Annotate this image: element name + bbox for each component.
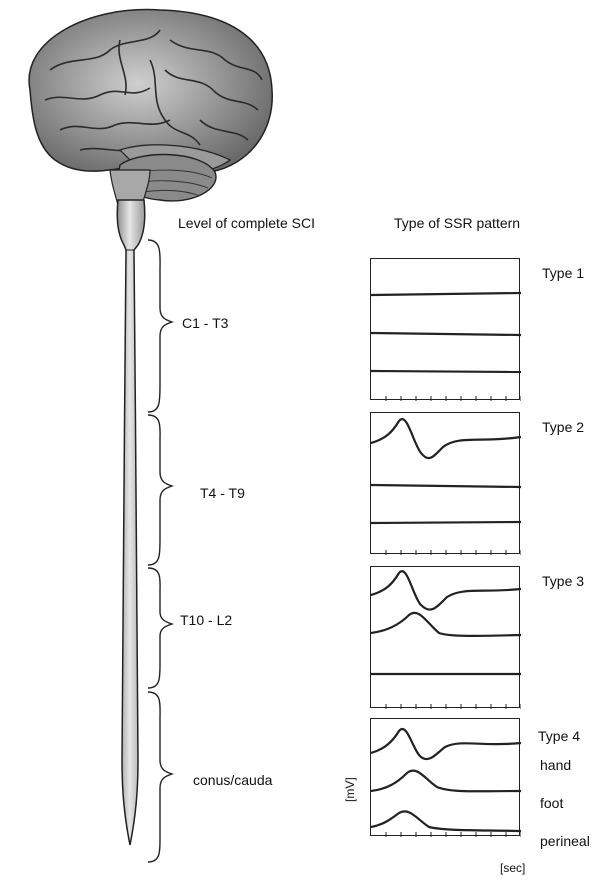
level-label-t4-t9: T4 - T9: [200, 485, 245, 501]
ssr-traces-type-3: [371, 567, 521, 709]
trace-1: [371, 571, 521, 609]
spinal-cord: [117, 200, 145, 845]
type-label-4: Type 4: [538, 728, 580, 744]
trace-2: [371, 613, 521, 636]
trace-3: [371, 522, 521, 523]
trace-hand: [371, 729, 521, 759]
ssr-panel-type-1: [370, 258, 520, 400]
type-label-2: Type 2: [542, 419, 584, 435]
trace-1: [371, 419, 521, 458]
ssr-panel-type-3: [370, 566, 520, 708]
type-label-3: Type 3: [542, 573, 584, 589]
type-header: Type of SSR pattern: [394, 215, 520, 231]
trace-foot: [371, 771, 521, 792]
trace-label-hand: hand: [540, 757, 571, 773]
x-axis-unit: [sec]: [500, 861, 525, 875]
type-label-1: Type 1: [542, 265, 584, 281]
ssr-panel-type-4: [370, 718, 520, 836]
ssr-traces-type-1: [371, 259, 521, 401]
trace-2: [371, 333, 521, 335]
trace-label-foot: foot: [540, 795, 563, 811]
trace-label-perineal: perineal: [540, 833, 590, 849]
trace-2: [371, 485, 521, 487]
ssr-traces-type-2: [371, 413, 521, 555]
trace-3: [371, 371, 521, 372]
level-label-c1-t3: C1 - T3: [182, 315, 228, 331]
level-label-conus-cauda: conus/cauda: [193, 772, 272, 788]
trace-1: [371, 293, 521, 295]
level-braces: [148, 240, 172, 862]
y-axis-unit: [mV]: [343, 777, 357, 802]
level-header: Level of complete SCI: [178, 215, 315, 231]
brain-spinal-cord-illustration: [0, 0, 360, 880]
ssr-traces-type-4: [371, 719, 521, 837]
trace-perineal: [371, 811, 521, 831]
ssr-panel-type-2: [370, 412, 520, 554]
level-label-t10-l2: T10 - L2: [180, 612, 232, 628]
brain: [29, 10, 272, 175]
